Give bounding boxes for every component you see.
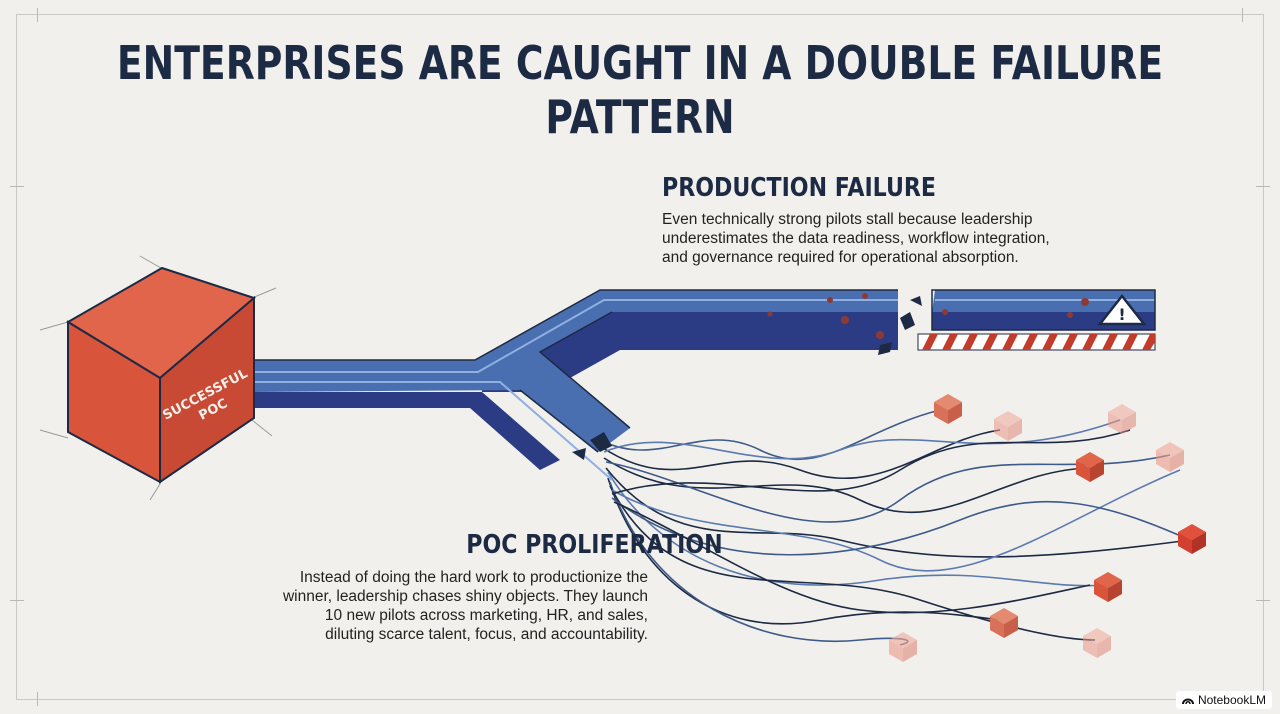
production-line: Even technically strong pilots stall bec…: [662, 211, 1033, 228]
poc-proliferation-text: Instead of doing the hard work to produc…: [283, 568, 648, 644]
watermark-text: NotebookLM: [1197, 693, 1266, 707]
pilot-cube: [994, 411, 1022, 441]
pilot-cube: [1178, 524, 1206, 554]
pilot-cube: [889, 632, 917, 662]
notebooklm-watermark: NotebookLM: [1175, 691, 1272, 709]
pilot-cube: [1108, 404, 1136, 434]
proliferation-line: Instead of doing the hard work to produc…: [299, 569, 648, 586]
frame-tick: [37, 692, 38, 706]
frame-tick: [37, 8, 38, 22]
frame-tick: [1256, 186, 1270, 187]
proliferation-line: 10 new pilots across marketing, HR, and …: [324, 607, 648, 624]
production-line: and governance required for operational …: [662, 249, 1019, 266]
production-failure-text: Even technically strong pilots stall bec…: [662, 210, 1050, 267]
warning-triangle-icon: !: [1097, 293, 1147, 326]
frame-tick: [10, 600, 24, 601]
pilot-cube: [1083, 628, 1111, 658]
proliferation-line: diluting scarce talent, focus, and accou…: [325, 626, 648, 643]
warning-symbol: !: [1118, 305, 1125, 324]
successful-poc-cube: SUCCESSFUL POC: [66, 266, 257, 484]
frame-tick: [1242, 8, 1243, 22]
pilot-lines: [599, 409, 1191, 646]
pilot-cube: [1094, 572, 1122, 602]
notebooklm-logo-icon: [1181, 698, 1194, 705]
production-failure-heading: PRODUCTION FAILURE: [662, 173, 937, 203]
proliferation-line: winner, leadership chases shiny objects.…: [282, 588, 648, 605]
hazard-stripe: [922, 334, 1155, 350]
production-line: underestimates the data readiness, workf…: [662, 230, 1050, 247]
border-frame: [16, 14, 1264, 700]
pipeline: !: [250, 289, 1156, 481]
pilot-cube: [1076, 452, 1104, 482]
frame-tick: [1256, 600, 1270, 601]
poc-proliferation-heading: POC PROLIFERATION: [466, 530, 723, 560]
pilot-cubes: [889, 394, 1206, 662]
pilot-cube: [934, 394, 962, 424]
cube-guide-lines: [39, 255, 277, 501]
pilot-cube: [990, 608, 1018, 638]
pilot-cube: [1156, 442, 1184, 472]
frame-tick: [10, 186, 24, 187]
page-title: ENTERPRISES ARE CAUGHT IN A DOUBLE FAILU…: [116, 36, 1164, 144]
